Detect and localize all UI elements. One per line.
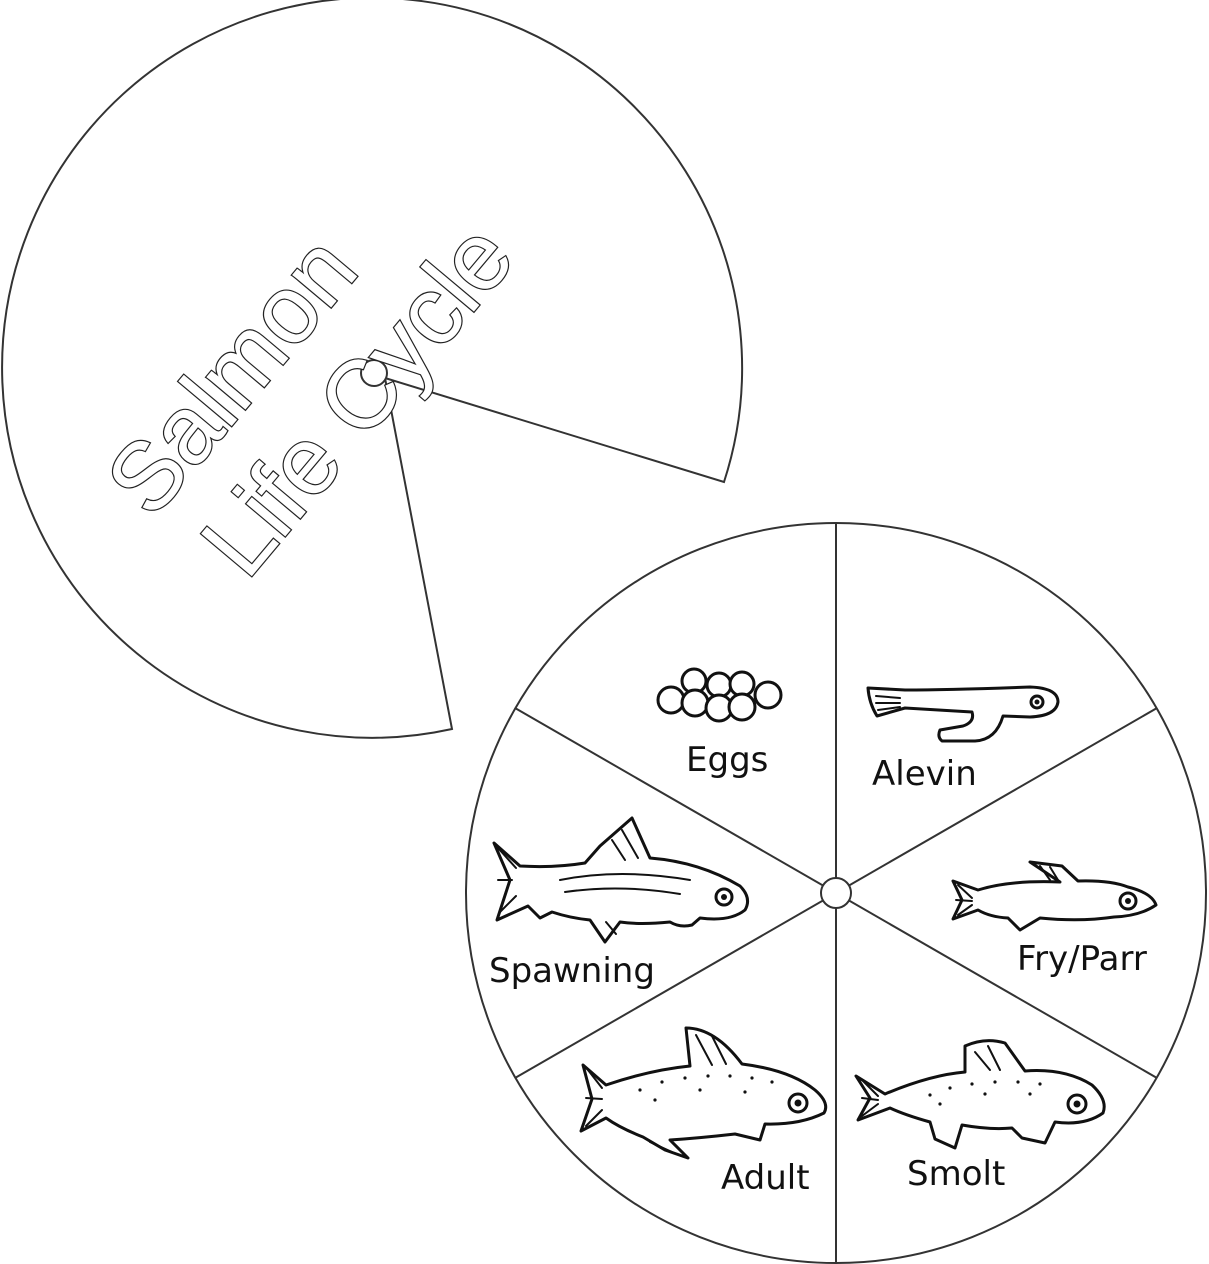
stage-label-adult: Adult	[721, 1158, 810, 1198]
stage-label-alevin: Alevin	[872, 754, 977, 794]
wheel-center-pin[interactable]	[821, 878, 851, 908]
stage-label-fry-parr: Fry/Parr	[1017, 939, 1147, 979]
stage-label-spawning: Spawning	[489, 951, 655, 991]
stage-label-eggs: Eggs	[686, 740, 768, 780]
stage-label-smolt: Smolt	[907, 1154, 1005, 1194]
stage-wheel: Eggs Alevin Fry/Parr Smolt Adult Spawnin…	[466, 523, 1206, 1264]
